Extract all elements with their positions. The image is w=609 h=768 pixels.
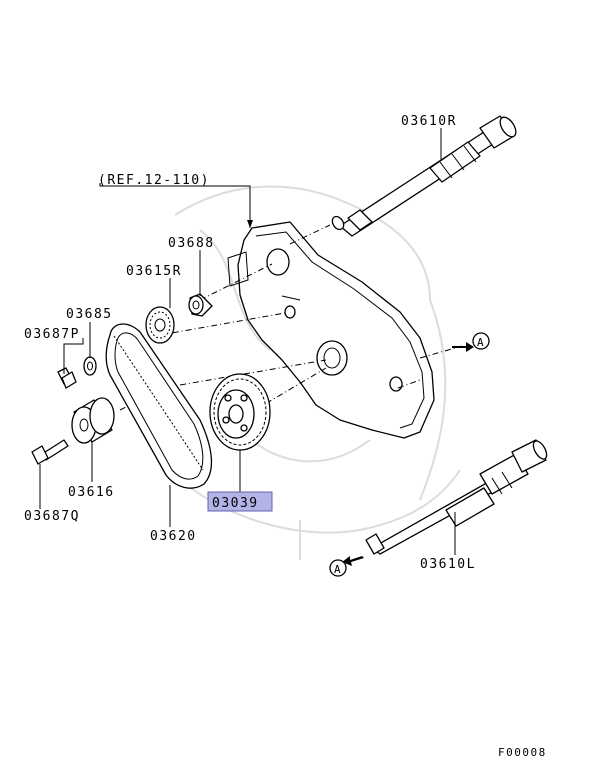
spacer-03688: [188, 293, 213, 317]
label-03610R: 03610R: [401, 114, 457, 129]
engine-cover-plate: [227, 221, 435, 439]
label-03688: 03688: [168, 236, 215, 251]
label-03616: 03616: [68, 485, 115, 500]
marker-a-lower-text: A: [334, 563, 341, 576]
washer-03685: [83, 356, 97, 376]
leader-lines: [39, 128, 456, 555]
label-03039[interactable]: 03039: [212, 496, 259, 511]
highlight-03039: [207, 491, 273, 512]
balance-shaft-right: [331, 115, 517, 237]
direction-marker-a-lower: [329, 556, 364, 577]
marker-a-upper-text: A: [477, 336, 484, 349]
label-03615R: 03615R: [126, 264, 182, 279]
timing-belt: [105, 323, 213, 489]
direction-marker-a-upper: [452, 332, 490, 352]
balance-shaft-left: [365, 439, 548, 555]
tensioner-pulley-03616: [71, 397, 115, 444]
label-03687P: 03687P: [24, 327, 80, 342]
label-ref: (REF.12-110): [98, 173, 210, 188]
crank-sprocket-03039: [209, 373, 271, 451]
label-03687Q: 03687Q: [24, 509, 80, 524]
sprocket-03615R: [145, 306, 175, 344]
callout-labels: 03610R (REF.12-110) 03688 03615R 03685 0…: [24, 114, 547, 759]
label-03685: 03685: [66, 307, 113, 322]
figure-id: F00008: [498, 746, 547, 759]
label-03620: 03620: [150, 529, 197, 544]
label-03610L: 03610L: [420, 557, 476, 572]
bolt-03687P: [57, 367, 77, 389]
bolt-03687Q: [31, 439, 69, 465]
